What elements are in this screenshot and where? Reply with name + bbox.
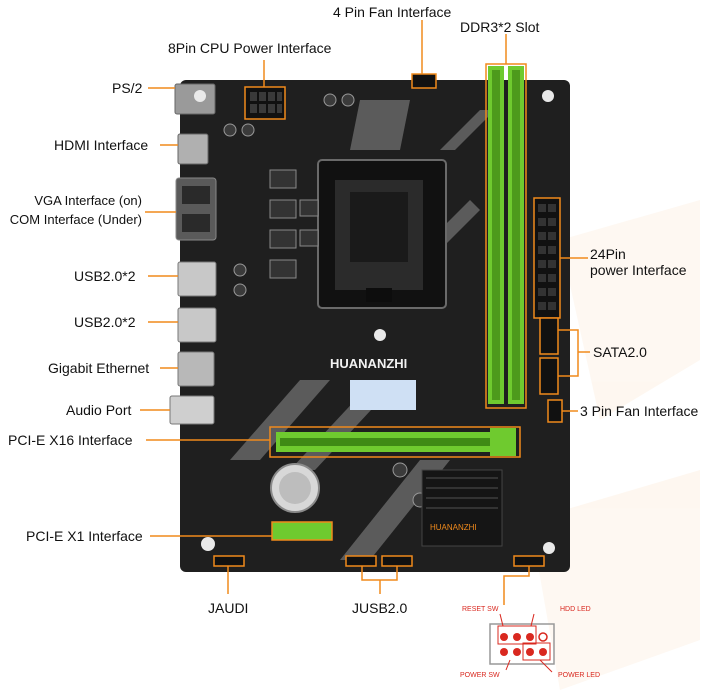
label-reset-sw: RESET SW [462,606,499,613]
label-power-24pin-line2: power Interface [590,262,687,278]
label-power-24pin-line1: 24Pin [590,246,626,262]
board-brand-logo: HUANANZHI [330,356,407,371]
leader-lines [140,20,590,605]
usb-port-b [177,307,217,343]
cpu-8pin-connector [244,86,286,120]
front-panel-header [513,555,545,567]
label-cpu-8pin: 8Pin CPU Power Interface [168,40,332,56]
chipset-heatsink: HUANANZHI [421,469,503,547]
label-power-sw: POWER SW [460,672,500,679]
label-pcie-x1: PCI-E X1 Interface [26,528,143,544]
jusb-header-2 [381,555,413,567]
label-jaudi: JAUDI [208,600,249,616]
ethernet-port [177,351,215,387]
watermark [530,200,700,690]
label-usb-b: USB2.0*2 [74,314,136,330]
front-panel-pin-diagram [489,613,555,673]
label-ps2: PS/2 [112,80,143,96]
label-ddr3-slot: DDR3*2 Slot [460,19,540,35]
label-audio-port: Audio Port [66,402,132,418]
power-24pin-connector [533,197,561,319]
heatsink-brand-label: HUANANZHI [430,523,477,532]
label-jusb: JUSB2.0 [352,600,408,616]
label-fan-4pin: 4 Pin Fan Interface [333,4,452,20]
label-pcie-x16: PCI-E X16 Interface [8,432,133,448]
cpu-socket [317,159,447,309]
board-sticker [350,380,416,410]
rear-io [169,83,217,425]
pcie-x16-slot [269,426,521,458]
label-fan-3pin: 3 Pin Fan Interface [580,403,699,419]
jusb-header-1 [345,555,377,567]
label-power-led: POWER LED [558,672,601,679]
label-sata: SATA2.0 [593,344,647,360]
fan-3pin-header [547,399,563,423]
jaudi-header [213,555,245,567]
label-vga-on: VGA Interface (on) [34,193,142,208]
ddr3-slots [485,63,527,409]
audio-port [169,395,215,425]
sata-ports [539,317,559,395]
label-hdmi: HDMI Interface [54,137,149,153]
label-ethernet: Gigabit Ethernet [48,360,150,376]
pcie-x1-slot [271,521,333,541]
usb-port-a [177,261,217,297]
label-com-under: COM Interface (Under) [9,212,142,227]
fan-4pin-header [411,73,437,89]
hdmi-port [177,133,209,165]
label-usb-a: USB2.0*2 [74,268,136,284]
label-hdd-led: HDD LED [560,606,591,613]
